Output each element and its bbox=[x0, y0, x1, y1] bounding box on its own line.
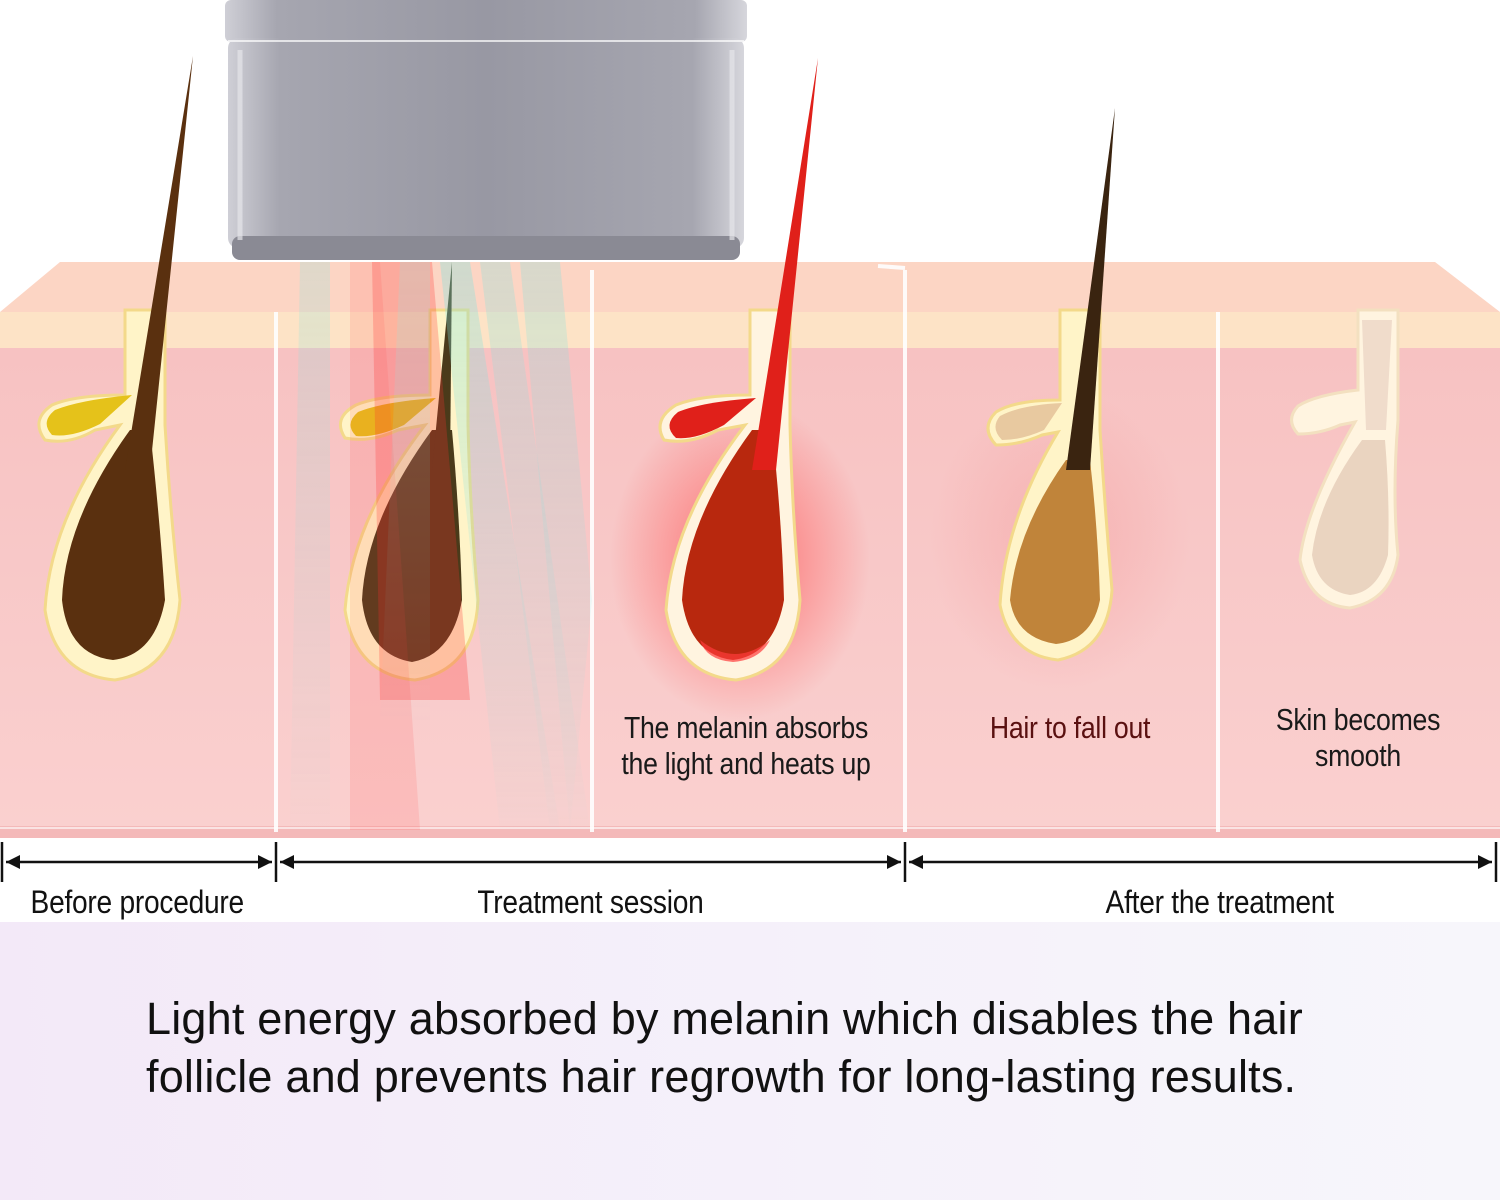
light-beams bbox=[290, 262, 592, 830]
stage-after-treatment: After the treatment bbox=[1105, 884, 1334, 920]
panel-dividers bbox=[274, 264, 1220, 832]
follicle-heated bbox=[658, 58, 818, 682]
stage-before-procedure: Before procedure bbox=[30, 884, 245, 920]
follicle-before bbox=[37, 56, 193, 682]
label-hair-fall-out: Hair to fall out bbox=[989, 710, 1151, 745]
label-skin-smooth: Skin becomes smooth bbox=[1275, 702, 1441, 773]
stage-arrows bbox=[0, 842, 1498, 882]
caption-band bbox=[0, 922, 1500, 1200]
skin-bottom-edge bbox=[0, 826, 1500, 838]
follicle-falling-out bbox=[986, 108, 1115, 662]
skin-surface bbox=[0, 262, 1500, 312]
label-melanin-absorbs: The melanin absorbs the light and heats … bbox=[621, 710, 871, 781]
stage-treatment-session: Treatment session bbox=[477, 884, 704, 920]
follicle-smooth bbox=[1290, 308, 1400, 610]
device-head bbox=[225, 0, 747, 260]
hair-removal-diagram bbox=[0, 0, 1500, 882]
caption-text: Light energy absorbed by melanin which d… bbox=[146, 993, 1303, 1102]
